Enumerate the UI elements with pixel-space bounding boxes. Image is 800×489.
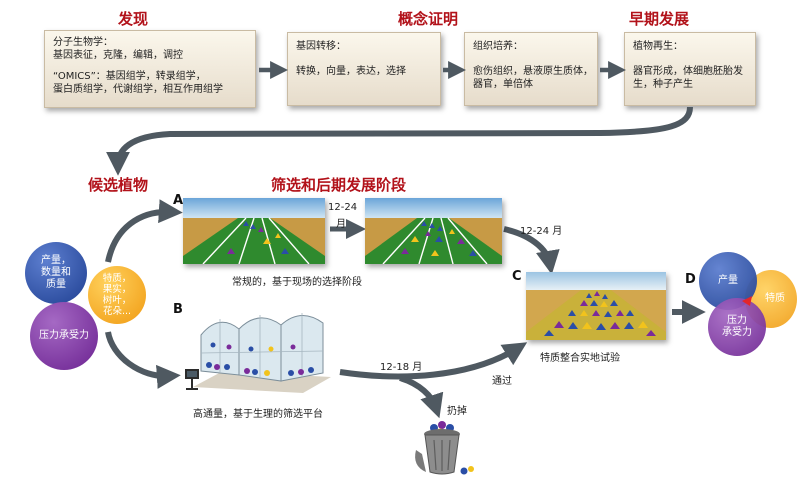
- arrow-discard: [399, 375, 444, 419]
- arrow-a-to-c: [503, 226, 560, 275]
- candidate-stress-label: 压力承受力: [39, 330, 89, 341]
- c-caption: 特质整合实地试验: [540, 353, 620, 364]
- discovery-line-2: 基因表征，克隆，编辑，调控: [53, 50, 183, 61]
- plant-markers: [227, 221, 289, 254]
- culture-line-2: 愈伤组织，悬液原生质体，: [473, 66, 593, 77]
- final-stress-line-1: 压力: [727, 315, 747, 326]
- regen-line-3: 生，种子产生: [633, 79, 693, 90]
- circle-yield: 产量， 数量和 质量: [25, 242, 87, 304]
- trash-can-icon: [415, 421, 474, 475]
- culture-line-3: 器官，单倍体: [473, 79, 533, 90]
- final-circle-stress: 压力 承受力: [708, 298, 766, 356]
- arrow-b-to-c: [339, 342, 528, 380]
- discovery-line-1: 分子生物学：: [53, 37, 113, 48]
- arrow-candidate-to-b: [105, 331, 181, 389]
- regen-line-1: 植物再生：: [633, 41, 683, 52]
- transfer-line-1: 基因转移：: [296, 41, 346, 52]
- label-c: C: [512, 269, 522, 284]
- final-stress-line-2: 承受力: [722, 327, 752, 338]
- stage-title-candidate-plants: 候选植物: [88, 176, 149, 194]
- discovery-line-3: “OMICS”：基因组学，转录组学，: [53, 71, 206, 82]
- pass-label: 通过: [492, 376, 512, 387]
- a-time-value: 12-24: [328, 202, 358, 213]
- regen-line-2: 器官形成，体细胞胚胎发: [633, 66, 743, 77]
- label-a: A: [173, 193, 184, 208]
- field-image-a2: [365, 198, 502, 264]
- final-traits-label: 特质: [765, 293, 785, 304]
- b-time: 12-18 月: [380, 362, 423, 373]
- box-plant-regeneration: 植物再生： 器官形成，体细胞胚胎发 生，种子产生: [624, 32, 756, 106]
- field-image-c: [526, 272, 666, 340]
- stage-title-proof-of-concept: 概念证明: [398, 10, 459, 28]
- culture-line-1: 组织培养：: [473, 41, 523, 52]
- arrow-early-to-candidate: [106, 106, 693, 176]
- discard-label: 扔掉: [447, 406, 467, 417]
- label-d: D: [685, 272, 696, 287]
- a-caption: 常规的，基于现场的选择阶段: [232, 277, 362, 288]
- final-yield-label: 产量: [718, 275, 738, 286]
- arrow-candidate-to-a: [105, 199, 183, 263]
- greenhouse-image: [183, 305, 333, 397]
- candidate-yield-line-3: 质量: [46, 279, 66, 290]
- stage-title-screening: 筛选和后期发展阶段: [271, 176, 407, 194]
- stage-title-early-development: 早期发展: [629, 10, 690, 28]
- a-time-unit: 月: [336, 219, 346, 230]
- a-to-c-time: 12-24 月: [520, 226, 563, 237]
- transfer-line-2: 转换，向量，表达，选择: [296, 66, 406, 77]
- candidate-yield-line-1: 产量，: [41, 255, 71, 266]
- box-gene-transfer: 基因转移： 转换，向量，表达，选择: [287, 32, 441, 106]
- field-image-a1: [183, 198, 325, 264]
- candidate-traits-line-1: 特质，: [102, 273, 132, 284]
- label-b: B: [173, 302, 183, 317]
- circle-traits: 特质， 果实， 树叶， 花朵...: [88, 266, 146, 324]
- discovery-line-4: 蛋白质组学，代谢组学，相互作用组学: [53, 84, 223, 95]
- candidate-traits-line-3: 树叶，: [102, 295, 132, 306]
- box-tissue-culture: 组织培养： 愈伤组织，悬液原生质体， 器官，单倍体: [464, 32, 598, 106]
- candidate-traits-line-2: 果实，: [102, 284, 132, 295]
- box-discovery: 分子生物学： 基因表征，克隆，编辑，调控 “OMICS”：基因组学，转录组学， …: [44, 30, 256, 108]
- overlap-marker: [742, 296, 752, 306]
- circle-stress-tolerance: 压力承受力: [30, 302, 98, 370]
- candidate-traits-line-4: 花朵...: [102, 306, 132, 317]
- candidate-yield-line-2: 数量和: [41, 267, 71, 278]
- b-caption: 高通量，基于生理的筛选平台: [193, 409, 323, 420]
- stage-title-discovery: 发现: [118, 10, 149, 28]
- a-time-label: 12-24 月: [328, 202, 358, 230]
